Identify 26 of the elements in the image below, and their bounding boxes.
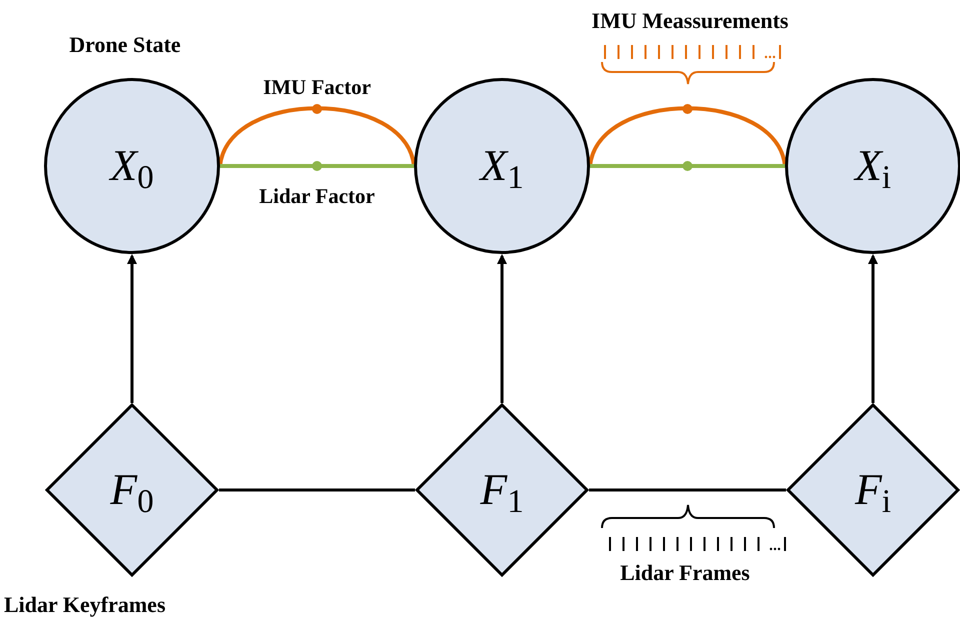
connector-line: [588, 104, 787, 167]
node-label: F$_{0}$: [110, 468, 154, 512]
state-circle: [44, 78, 220, 254]
node-label: X$_{i}$: [854, 144, 892, 188]
connector-line: [590, 161, 785, 171]
node-label: F$_{1}$: [480, 468, 524, 512]
connector-line: [589, 488, 786, 492]
state-circle: [414, 78, 590, 254]
arrow: [868, 254, 878, 403]
edge-label: Lidar Factor: [258, 186, 376, 207]
text-label: IMU Meassurements: [590, 10, 790, 32]
keyframe-diamond: [786, 403, 960, 577]
arrow: [127, 254, 137, 403]
keyframe-diamond: [415, 403, 589, 577]
text-label: Drone State: [68, 34, 182, 56]
edge-label: IMU Factor: [262, 77, 372, 98]
connector-line: [220, 161, 414, 171]
node-label: X$_{0}$: [110, 144, 154, 188]
keyframe-diamond: [45, 403, 219, 577]
text-label: Lidar Keyframes: [4, 594, 167, 616]
connector-line: [218, 104, 416, 167]
arrow: [497, 254, 507, 403]
node-label: X$_{1}$: [480, 144, 524, 188]
node-label: F$_{i}$: [854, 468, 892, 512]
text-label: Lidar Frames: [619, 562, 751, 584]
connector-line: [219, 488, 415, 492]
